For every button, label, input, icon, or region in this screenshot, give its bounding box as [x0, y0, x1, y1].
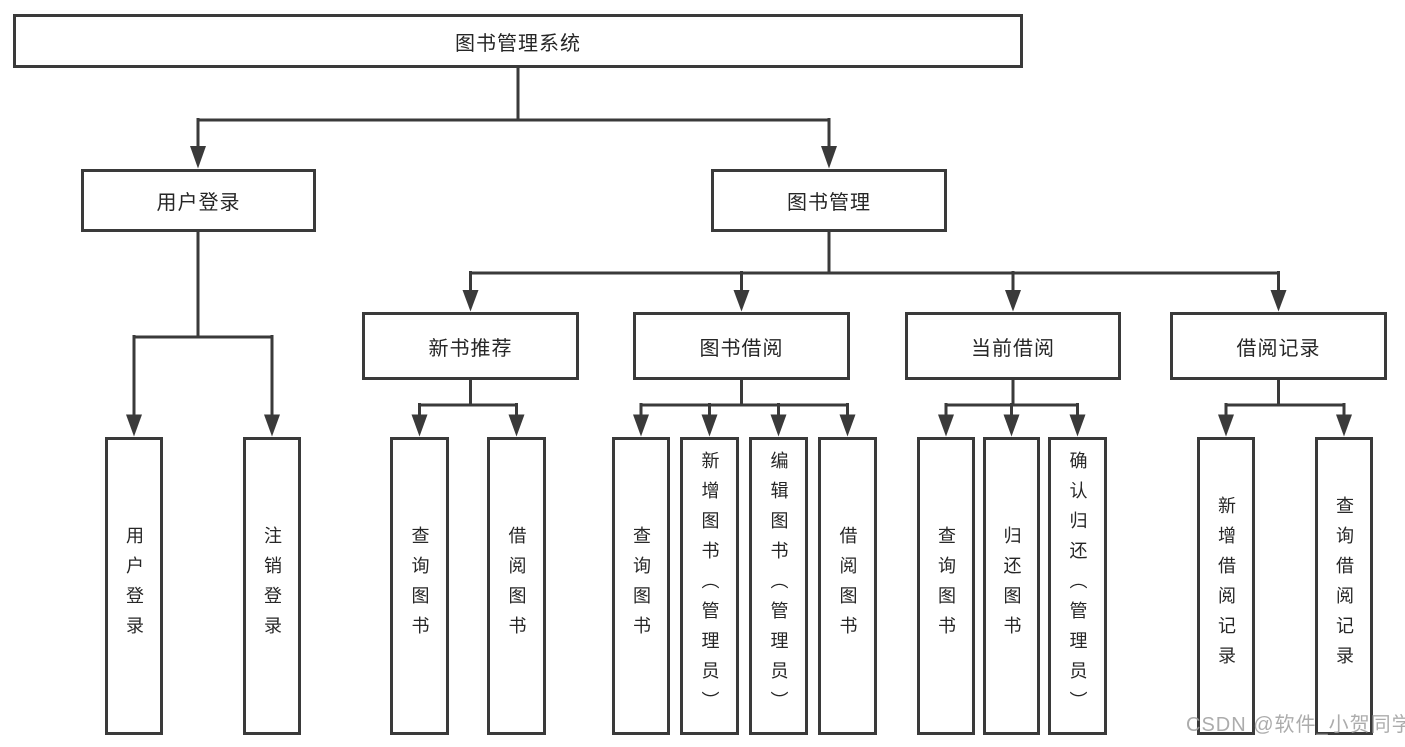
node-current-borrow: 当前借阅: [905, 312, 1121, 380]
node-book-borrow-label: 图书借阅: [699, 337, 784, 360]
node-borrow-record: 借阅记录: [1170, 312, 1387, 380]
leaf-logout: 注销登录: [243, 437, 301, 735]
leaf-current-confirm-admin: 确认归还（管理员）: [1048, 437, 1107, 735]
csdn-watermark: CSDN @软件_小贺同学: [1186, 714, 1405, 736]
leaf-borrow-query-label: 查询图书: [631, 526, 651, 646]
leaf-borrow-add-admin-label: 新增图书（管理员）: [699, 451, 720, 721]
node-root-label: 图书管理系统: [455, 32, 581, 55]
leaf-user-login: 用户登录: [105, 437, 163, 735]
node-current-borrow-label: 当前借阅: [971, 337, 1055, 360]
leaf-record-query-label: 查询借阅记录: [1334, 496, 1354, 676]
leaf-record-add: 新增借阅记录: [1197, 437, 1255, 735]
leaf-newbook-query: 查询图书: [390, 437, 449, 735]
leaf-borrow-book-label: 借阅图书: [837, 526, 858, 646]
leaf-user-login-label: 用户登录: [124, 526, 144, 646]
leaf-current-query: 查询图书: [917, 437, 975, 735]
leaf-current-confirm-admin-label: 确认归还（管理员）: [1067, 451, 1088, 721]
node-new-book-recommend: 新书推荐: [362, 312, 579, 380]
node-book-borrow: 图书借阅: [633, 312, 850, 380]
node-book-management: 图书管理: [711, 169, 947, 232]
leaf-logout-label: 注销登录: [262, 526, 282, 646]
leaf-current-return: 归还图书: [983, 437, 1040, 735]
arrowheads: [126, 146, 1352, 437]
leaf-record-add-label: 新增借阅记录: [1216, 496, 1236, 676]
leaf-record-query: 查询借阅记录: [1315, 437, 1373, 735]
node-user-login-label: 用户登录: [156, 192, 241, 214]
node-book-management-label: 图书管理: [787, 192, 871, 214]
node-root: 图书管理系统: [13, 14, 1023, 68]
leaf-current-return-label: 归还图书: [1001, 526, 1022, 646]
leaf-newbook-query-label: 查询图书: [409, 526, 430, 646]
leaf-borrow-edit-admin: 编辑图书（管理员）: [749, 437, 808, 735]
leaf-borrow-query: 查询图书: [612, 437, 670, 735]
leaf-borrow-edit-admin-label: 编辑图书（管理员）: [768, 451, 789, 721]
leaf-borrow-add-admin: 新增图书（管理员）: [680, 437, 739, 735]
node-new-book-recommend-label: 新书推荐: [428, 337, 513, 360]
leaf-newbook-borrow: 借阅图书: [487, 437, 546, 735]
leaf-current-query-label: 查询图书: [936, 526, 956, 646]
leaf-borrow-book: 借阅图书: [818, 437, 877, 735]
leaf-newbook-borrow-label: 借阅图书: [506, 526, 527, 646]
node-user-login: 用户登录: [81, 169, 316, 232]
node-borrow-record-label: 借阅记录: [1236, 337, 1321, 360]
